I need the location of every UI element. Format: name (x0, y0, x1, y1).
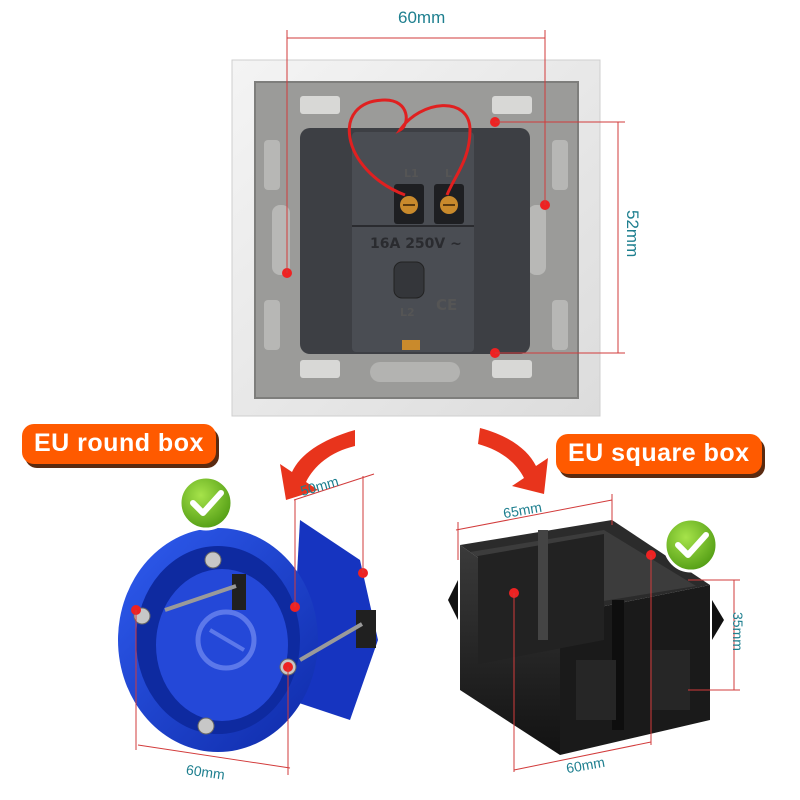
square-box-label: EU square box (556, 434, 762, 474)
terminal-label-l1: L1 (404, 167, 419, 180)
dimension-lines-square (455, 494, 740, 772)
socket-module (231, 59, 601, 417)
check-badge-icon-square (663, 517, 719, 573)
ce-mark: CE (436, 296, 458, 314)
dimension-lines-round (135, 473, 375, 775)
round-box (118, 520, 378, 752)
terminal-label-l: L (445, 167, 453, 180)
plate-height-dimension: 52mm (623, 210, 642, 258)
square-depth-dimension: 35mm (730, 612, 746, 651)
curved-arrow-icon (280, 428, 548, 500)
terminal-label-l2: L2 (400, 306, 415, 319)
plate-width-dimension: 60mm (398, 8, 446, 27)
dimension-lines-top (286, 30, 625, 354)
round-box-label: EU round box (22, 424, 216, 464)
check-badge-icon (178, 475, 234, 531)
square-box (448, 520, 724, 755)
rating-label: 16A 250V ~ (370, 236, 462, 252)
